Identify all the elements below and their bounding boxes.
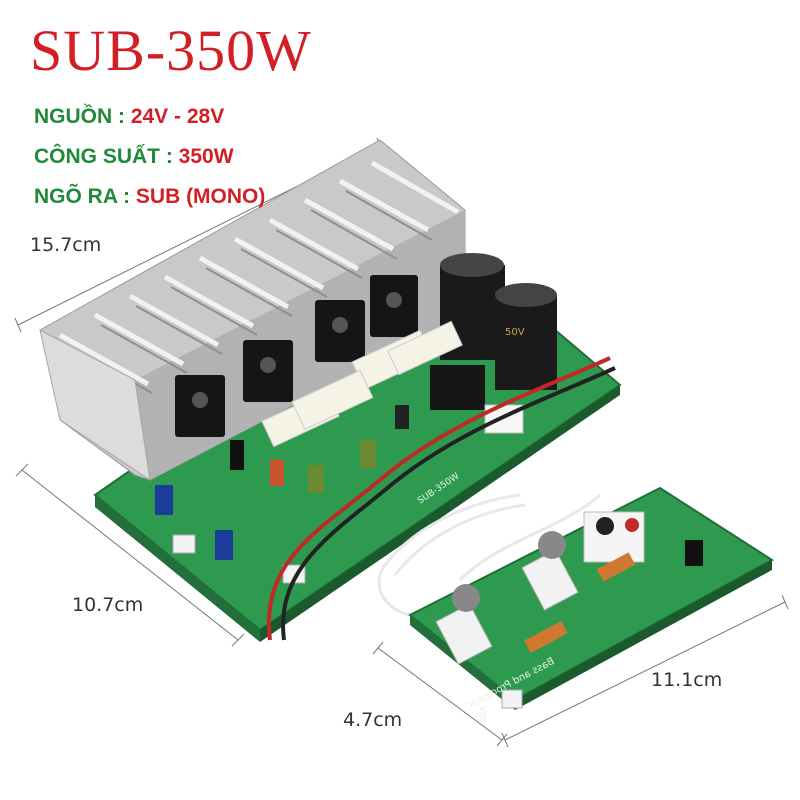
power-wires (266, 356, 616, 641)
signal-wires (377, 493, 601, 617)
control-pcb (408, 486, 774, 710)
spec-output-power: CÔNG SUẤT : 350W (34, 146, 234, 167)
spec-output-type-value: SUB (MONO) (135, 185, 266, 208)
spec-power-label: NGUỒN : (34, 105, 131, 128)
small-components (155, 320, 524, 584)
dimension-control-length: 11.1cm (651, 669, 723, 691)
power-transistors (175, 275, 418, 437)
dimension-control-width: 4.7cm (343, 709, 403, 731)
dimension-main-length: 15.7cm (30, 234, 102, 256)
product-title: SUB-350W (30, 18, 312, 83)
spec-power: NGUỒN : 24V - 28V (34, 106, 224, 127)
dim-line-control-length (504, 601, 786, 741)
spec-output-power-value: 350W (178, 145, 234, 168)
dimension-main-width: 10.7cm (72, 594, 144, 616)
capacitor-marking: 50V (505, 327, 525, 338)
spec-power-value: 24V - 28V (130, 105, 225, 128)
dim-line-control-width (377, 647, 503, 741)
spec-output-type: NGÕ RA : SUB (MONO) (34, 186, 265, 207)
filter-capacitors: 50V (440, 253, 557, 390)
dim-line-main-width (21, 469, 239, 641)
vol-silkscreen: VOL (478, 706, 487, 723)
spec-output-type-label: NGÕ RA : (34, 185, 136, 208)
spec-output-power-label: CÔNG SUẤT : (34, 145, 179, 168)
